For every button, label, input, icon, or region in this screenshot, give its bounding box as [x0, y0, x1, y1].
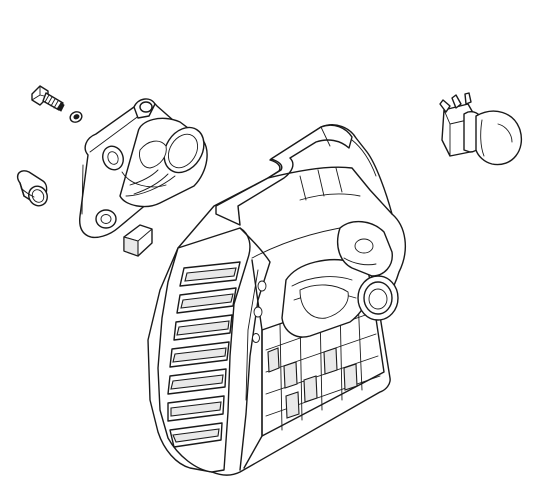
- washer-part: [68, 110, 83, 124]
- grille-slots: [168, 262, 240, 447]
- screw-part: [32, 86, 64, 111]
- primer-bulb-part: [440, 93, 521, 165]
- carburetor-adapter-part: [80, 99, 212, 237]
- air-filter-housing-part: [148, 125, 405, 475]
- hex-nut-part: [124, 225, 152, 256]
- rib-grid: [244, 260, 384, 468]
- bushing-part: [18, 171, 51, 209]
- intake-bore: [358, 276, 398, 320]
